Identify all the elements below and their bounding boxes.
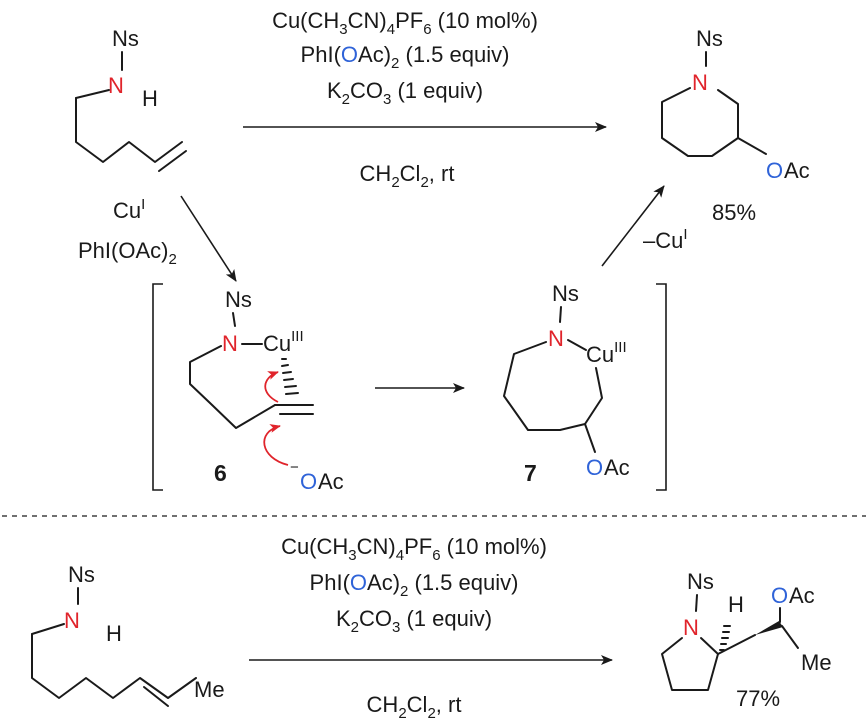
bottom-yield: 77% [736, 686, 780, 711]
acetate-anion: − O Ac [290, 459, 344, 494]
mechanism-arrow-down [180, 195, 237, 282]
curly-arrow-lower [263, 424, 289, 466]
top-conditions-line1: Cu(CH3CN)4PF6 (10 mol%) [272, 8, 538, 38]
svg-text:Ns: Ns [225, 287, 252, 312]
top-starting-material: Ns N H [75, 26, 187, 172]
bracket-left [152, 283, 163, 491]
curly-arrow-upper [264, 371, 279, 403]
top-conditions-line2: PhI(OAc)2 (1.5 equiv) [301, 42, 510, 72]
svg-text:N: N [64, 608, 80, 633]
svg-text:N: N [222, 331, 238, 356]
top-conditions-line3: K2CO3 (1 equiv) [327, 78, 483, 108]
svg-text:−: − [290, 459, 299, 476]
bottom-solvent: CH2Cl2, rt [367, 692, 462, 722]
svg-text:Ac: Ac [604, 455, 630, 480]
svg-text:PhI(OAc)2: PhI(OAc)2 [78, 238, 177, 268]
svg-text:H: H [142, 86, 158, 111]
top-yield: 85% [712, 200, 756, 225]
svg-text:Ns: Ns [552, 281, 579, 306]
top-product-piperidine: Ns N O Ac 85% [661, 26, 810, 225]
svg-text:N: N [548, 326, 564, 351]
bottom-conditions-line3: K2CO3 (1 equiv) [336, 606, 492, 636]
svg-text:Ns: Ns [687, 569, 714, 594]
svg-text:Ac: Ac [784, 158, 810, 183]
svg-text:O: O [771, 583, 788, 608]
svg-text:Ns: Ns [112, 26, 139, 51]
intermediate-6-label: 6 [214, 460, 227, 486]
intermediate-6: Ns N CuIII 6 [189, 287, 314, 486]
svg-text:Me: Me [801, 650, 832, 675]
bottom-conditions-line1: Cu(CH3CN)4PF6 (10 mol%) [281, 534, 547, 564]
svg-text:Ns: Ns [68, 562, 95, 587]
mechanism-arrow-up [601, 185, 665, 267]
svg-text:Ns: Ns [696, 26, 723, 51]
bottom-starting-material: Ns N H Me [31, 562, 225, 707]
svg-text:N: N [692, 70, 708, 95]
svg-text:CuIII: CuIII [263, 328, 304, 356]
svg-text:H: H [106, 621, 122, 646]
svg-text:O: O [300, 469, 317, 494]
svg-text:Me: Me [194, 677, 225, 702]
svg-text:N: N [108, 73, 124, 98]
svg-text:O: O [586, 455, 603, 480]
loss-cu-label: –CuI [643, 226, 688, 253]
svg-text:O: O [766, 158, 783, 183]
top-solvent: CH2Cl2, rt [360, 161, 455, 191]
svg-text:CuIII: CuIII [586, 339, 627, 367]
bottom-conditions-line2: PhI(OAc)2 (1.5 equiv) [310, 570, 519, 600]
svg-text:Ac: Ac [789, 583, 815, 608]
mechanism-reagents: CuI PhI(OAc)2 [78, 196, 177, 268]
intermediate-7: Ns N CuIII O Ac 7 [503, 281, 630, 486]
svg-text:Ac: Ac [318, 469, 344, 494]
svg-text:H: H [728, 592, 744, 617]
intermediate-7-label: 7 [524, 460, 537, 486]
svg-text:CuI: CuI [113, 196, 145, 223]
bottom-product-pyrrolidine: Ns N H O Ac Me 77% [661, 569, 832, 711]
svg-text:N: N [683, 615, 699, 640]
bracket-right [656, 283, 667, 491]
